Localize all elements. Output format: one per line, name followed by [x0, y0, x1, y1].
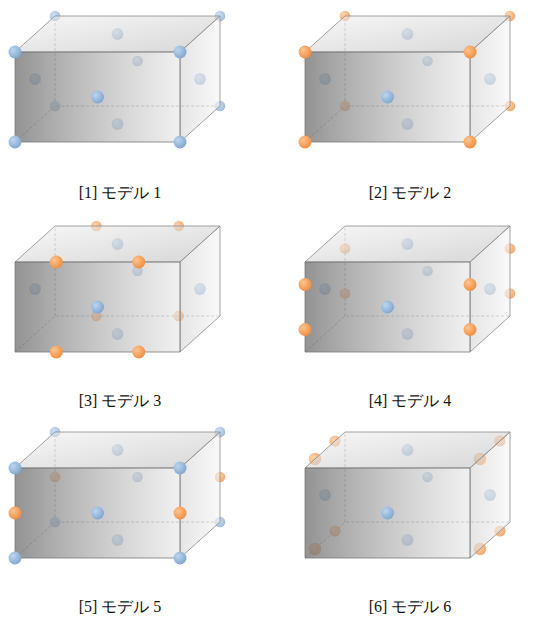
atom-sphere	[174, 552, 187, 565]
atom-sphere	[9, 46, 22, 59]
side-face	[470, 432, 510, 558]
atom-sphere	[299, 136, 312, 149]
atom-sphere	[50, 346, 63, 359]
atom-sphere	[174, 507, 187, 520]
atom-sphere	[91, 91, 104, 104]
atom-sphere	[9, 462, 22, 475]
front-face	[305, 52, 470, 142]
atom-sphere	[464, 323, 477, 336]
atom-sphere	[9, 507, 22, 520]
front-face	[305, 468, 470, 558]
atom-sphere	[299, 278, 312, 291]
front-face	[15, 468, 180, 558]
atom-sphere	[464, 136, 477, 149]
atom-sphere	[299, 46, 312, 59]
model-caption: [3] モデル 3	[79, 391, 162, 410]
side-face	[180, 16, 220, 142]
front-face	[15, 52, 180, 142]
model-caption: [4] モデル 4	[369, 391, 452, 410]
atom-sphere	[174, 136, 187, 149]
atom-sphere	[9, 552, 22, 565]
model-caption: [6] モデル 6	[369, 597, 452, 616]
atom-sphere	[132, 346, 145, 359]
side-face	[180, 432, 220, 558]
atom-sphere	[381, 301, 394, 314]
atom-sphere	[381, 507, 394, 520]
atom-sphere	[464, 46, 477, 59]
atom-sphere	[174, 46, 187, 59]
atom-sphere	[464, 278, 477, 291]
side-face	[470, 226, 510, 352]
atom-sphere	[299, 323, 312, 336]
atom-sphere	[50, 256, 63, 269]
side-face	[180, 226, 220, 352]
model-caption: [1] モデル 1	[79, 183, 162, 202]
side-face	[470, 16, 510, 142]
atom-sphere	[174, 462, 187, 475]
atom-sphere	[132, 256, 145, 269]
model-caption: [2] モデル 2	[369, 183, 452, 202]
atom-sphere	[91, 301, 104, 314]
atom-sphere	[381, 91, 394, 104]
model-caption: [5] モデル 5	[79, 597, 162, 616]
front-face	[15, 262, 180, 352]
atom-sphere	[91, 507, 104, 520]
front-face	[305, 262, 470, 352]
atom-sphere	[9, 136, 22, 149]
